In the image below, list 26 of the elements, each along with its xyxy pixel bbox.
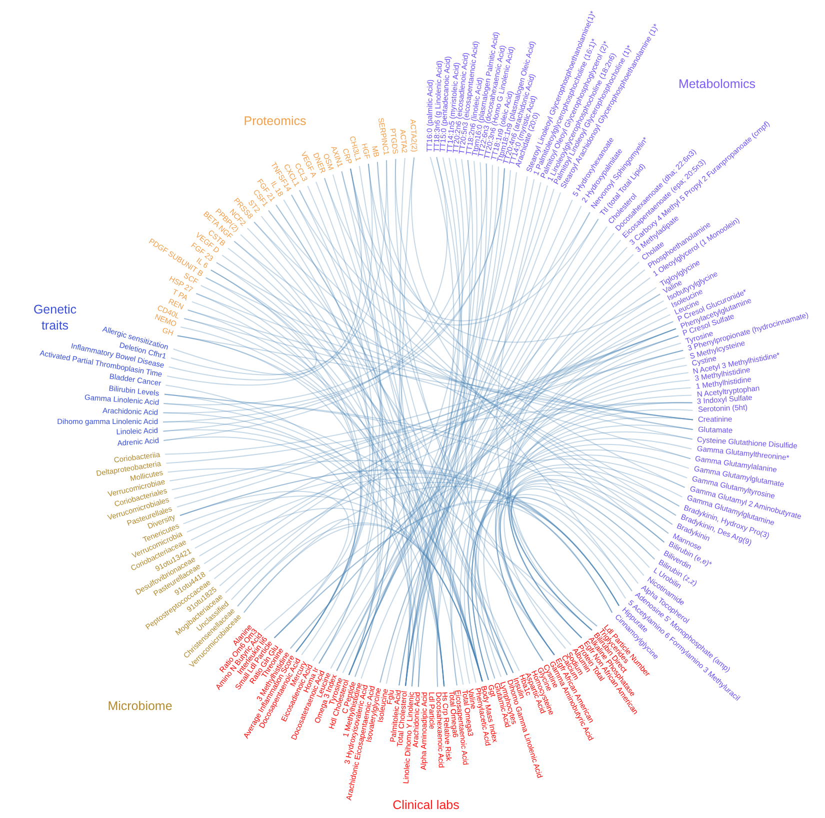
group-heading: Proteomics bbox=[244, 114, 306, 130]
group-heading: Metabolomics bbox=[678, 77, 756, 93]
connection-curve bbox=[264, 458, 686, 631]
group-heading: Genetic traits bbox=[32, 302, 78, 334]
group-heading: Microbiome bbox=[108, 699, 172, 715]
connection-curve bbox=[498, 497, 632, 656]
connection-curve bbox=[172, 270, 316, 376]
connection-curve bbox=[483, 479, 669, 674]
group-heading: Clinical labs bbox=[392, 798, 460, 814]
connection-curve bbox=[166, 402, 693, 464]
connection-curve bbox=[312, 158, 464, 662]
connection-curve bbox=[176, 350, 684, 508]
connection-curve bbox=[163, 436, 356, 656]
connection-curve bbox=[165, 384, 445, 687]
connection-curve bbox=[336, 246, 628, 672]
connection-curve bbox=[360, 387, 692, 679]
connection-curve bbox=[164, 328, 676, 455]
connection-curve bbox=[180, 491, 348, 638]
connection-curve bbox=[460, 294, 661, 684]
connection-curve bbox=[205, 277, 693, 440]
connection-curve bbox=[398, 178, 535, 686]
connection-curve bbox=[405, 498, 639, 686]
connection-curve bbox=[496, 432, 693, 662]
connection-curve bbox=[190, 328, 676, 541]
connection-curve bbox=[318, 199, 573, 664]
connection-curve bbox=[164, 394, 592, 631]
